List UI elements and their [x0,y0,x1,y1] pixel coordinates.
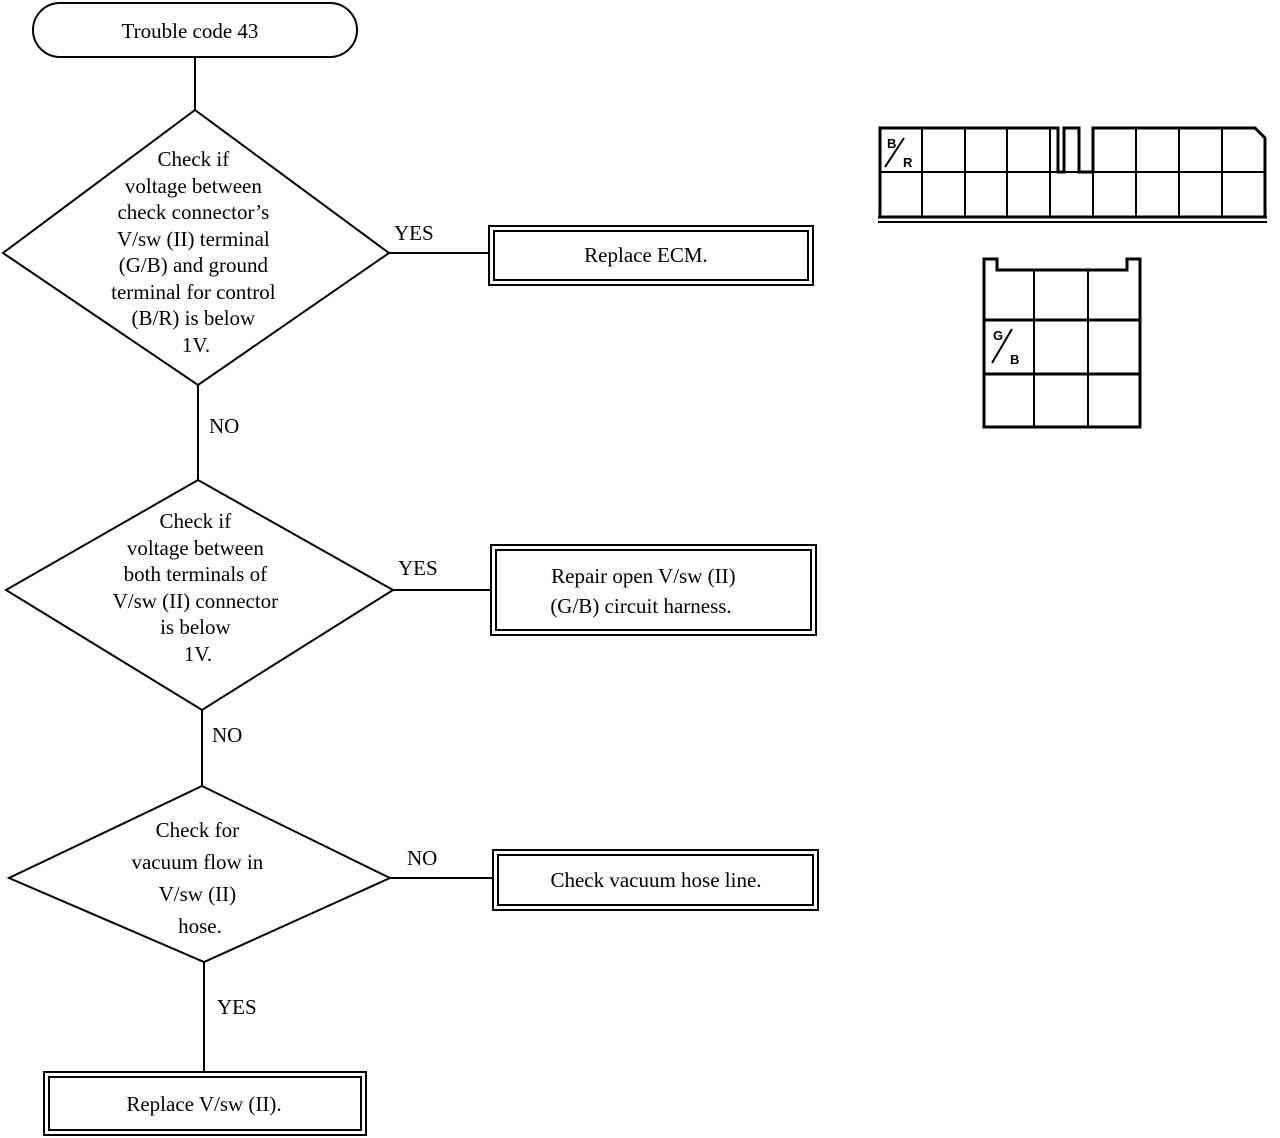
connector-terminal-b-r: B R [884,136,913,170]
edge-label-d1-yes: YES [394,221,434,245]
edge-label-d3-yes: YES [217,995,257,1019]
action-1-text: Replace ECM. [584,243,708,267]
svg-text:B: B [1010,352,1019,367]
decision-2: Check if voltage between both terminals … [4,478,395,712]
svg-text:B: B [887,136,896,151]
action-3-text: Check vacuum hose line. [550,868,761,892]
edge-label-d3-no: NO [407,846,437,870]
edge-label-d2-no: NO [212,723,242,747]
decision-1-text: Check if voltage between check connector… [111,147,281,357]
svg-text:G: G [993,328,1003,343]
flow-lines [194,57,493,1072]
action-3-box: Check vacuum hose line. [492,849,819,911]
edge-label-d2-yes: YES [398,556,438,580]
start-terminator: Trouble code 43 [32,2,358,58]
edge-label-d1-no: NO [209,414,239,438]
action-1-box: Replace ECM. [488,225,814,286]
start-text: Trouble code 43 [122,19,259,43]
decision-2-text: Check if voltage between both terminals … [113,509,284,666]
action-2-text: Repair open V/sw (II) (G/B) circuit harn… [550,564,741,618]
svg-text:R: R [903,155,913,170]
vsw-connector-diagram: G B [982,257,1142,429]
action-2-box: Repair open V/sw (II) (G/B) circuit harn… [490,544,817,636]
check-connector-diagram: B R [878,126,1267,223]
action-4-box: Replace V/sw (II). [43,1071,367,1136]
action-4-text: Replace V/sw (II). [126,1092,281,1116]
decision-1: Check if voltage between check connector… [1,108,391,387]
connector-terminal-g-b: G B [991,328,1019,367]
edge-labels: YES NO YES NO NO YES [209,221,438,1019]
decision-3-text: Check for vacuum flow in V/sw (II) hose. [131,818,268,938]
decision-3: Check for vacuum flow in V/sw (II) hose. [6,784,393,964]
